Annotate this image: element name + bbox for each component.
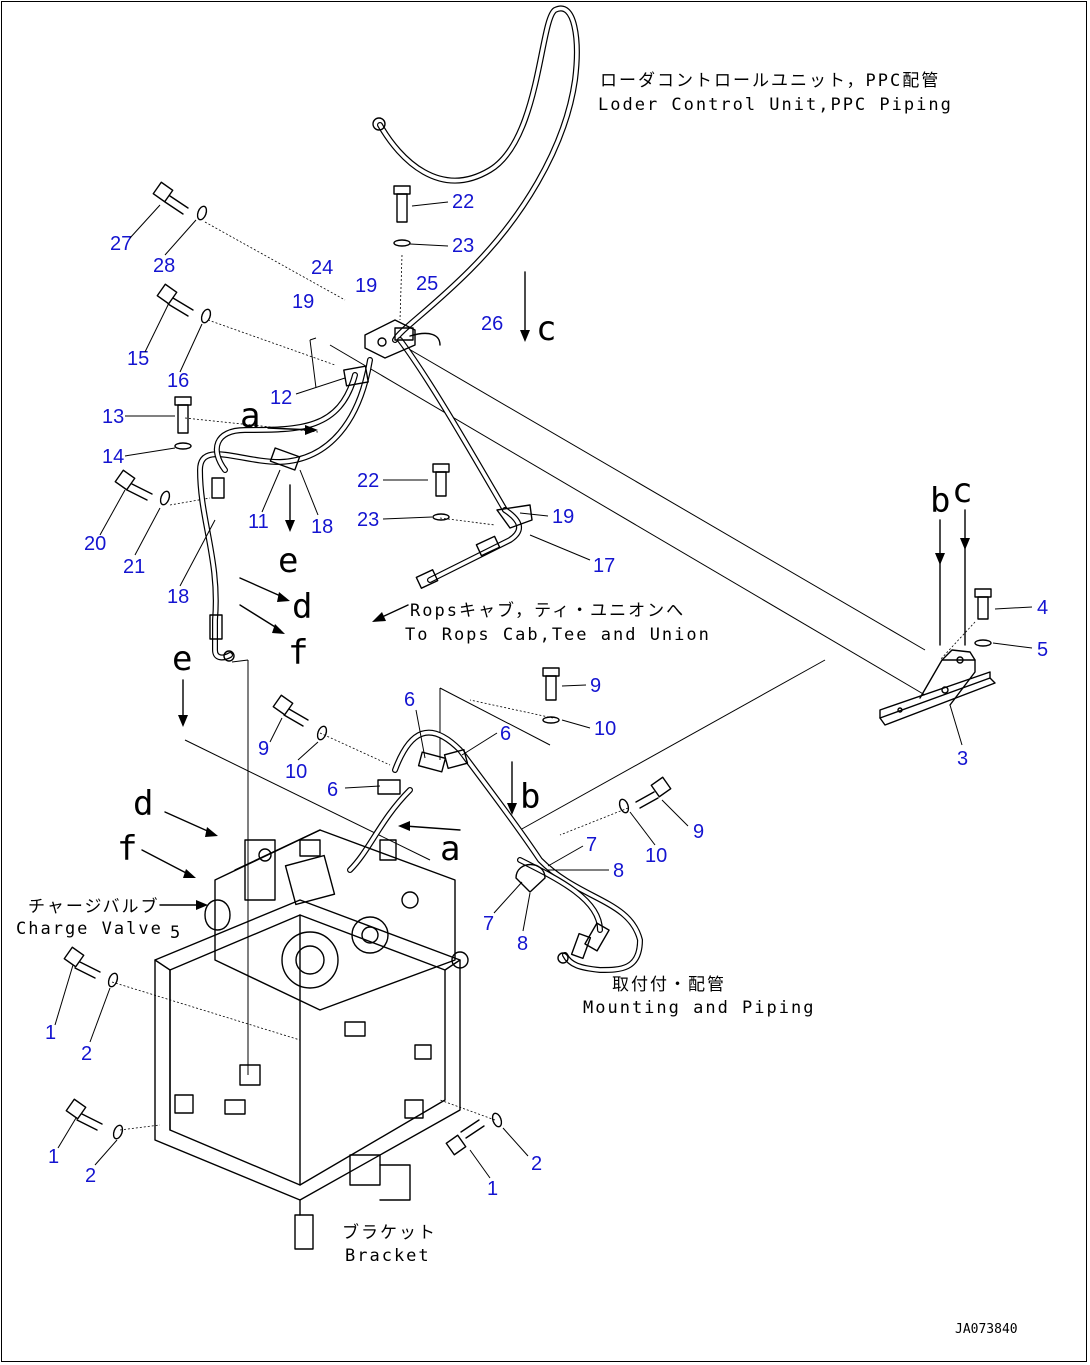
callout: 1: [48, 1146, 59, 1168]
callout-leaders: [54, 201, 1033, 1179]
bolt-1a: [63, 946, 101, 979]
callout: 1: [487, 1178, 498, 1200]
callout: 16: [167, 370, 189, 392]
loader-label-jp: ローダコントロールユニット，PPC配管: [600, 71, 940, 91]
callout: 14: [102, 446, 124, 468]
callout: 26: [481, 313, 503, 335]
bolt-15: [156, 283, 194, 317]
mounting-label-en: Mounting and Piping: [583, 998, 815, 1018]
callout: 2: [81, 1043, 92, 1065]
callout: 24: [311, 257, 333, 279]
view-letter: f: [117, 829, 137, 869]
annotations: ローダコントロールユニット，PPC配管 Loder Control Unit,P…: [16, 71, 1018, 1337]
callout: 8: [517, 933, 528, 955]
bolt-1c: [445, 1119, 485, 1156]
hoses-6-8: [347, 729, 644, 974]
callout: 27: [110, 233, 132, 255]
bolt-9c: [635, 776, 672, 809]
callout: 9: [590, 675, 601, 697]
hardware: [63, 181, 992, 1156]
bolt-27: [152, 181, 189, 215]
rops-label-jp: Ropsキャブ，ティ・ユニオンへ: [410, 600, 685, 621]
rops-label-en: To Rops Cab,Tee and Union: [405, 625, 711, 645]
callout: 20: [84, 533, 106, 555]
callout: 28: [153, 255, 175, 277]
charge-valve-ref: 5: [170, 923, 182, 943]
charge-valve-label-jp: チャージバルブ: [28, 896, 159, 917]
callout: 4: [1037, 597, 1048, 619]
loader-label-en: Loder Control Unit,PPC Piping: [598, 95, 953, 115]
callout: 2: [531, 1153, 542, 1175]
callout: 3: [957, 748, 968, 770]
valve-block: [154, 829, 469, 1250]
bracket-label-en: Bracket: [345, 1246, 431, 1266]
callout: 17: [593, 555, 615, 577]
mounting-label-jp: 取付付・配管: [612, 975, 726, 995]
view-letter: c: [952, 471, 972, 511]
view-arrows: [141, 271, 970, 910]
bolt-9b: [272, 694, 309, 727]
view-letter: e: [172, 639, 192, 679]
assembly-lines: [184, 337, 926, 1075]
callout: 12: [270, 387, 292, 409]
callout: 5: [1037, 639, 1048, 661]
callout: 19: [292, 291, 314, 313]
callouts: 27 28 22 23 24 19 19 25 26 15 16 12 13 1…: [45, 191, 1048, 1200]
callout: 6: [500, 723, 511, 745]
callout: 7: [483, 913, 494, 935]
view-letter: e: [278, 541, 298, 581]
leader-lines: [111, 221, 976, 1131]
callout: 8: [613, 860, 624, 882]
bolt-4: [974, 588, 992, 620]
callout: 23: [452, 235, 474, 257]
callout: 19: [355, 275, 377, 297]
callout: 23: [357, 509, 379, 531]
hose-17: [415, 504, 533, 589]
bolt-22b: [432, 463, 450, 497]
bolt-20: [114, 469, 153, 501]
ppc-hose-loop: [372, 5, 580, 513]
callout: 22: [452, 191, 474, 213]
view-letter: d: [133, 784, 153, 824]
callout: 18: [167, 586, 189, 608]
view-letter: f: [288, 633, 308, 673]
bolt-1b: [65, 1098, 103, 1131]
view-letter: c: [536, 309, 556, 349]
callout: 19: [552, 506, 574, 528]
callout: 21: [123, 556, 145, 578]
hoses-11-18: [196, 357, 373, 662]
bolt-22a: [393, 185, 411, 223]
callout: 13: [102, 406, 124, 428]
charge-valve-label-en: Charge Valve: [16, 919, 163, 939]
callout: 15: [127, 348, 149, 370]
callout: 9: [693, 821, 704, 843]
callout: 6: [404, 689, 415, 711]
view-letter: b: [520, 777, 540, 817]
callout: 7: [586, 834, 597, 856]
bracket-3: [879, 649, 996, 726]
view-letter: a: [440, 829, 460, 869]
bolt-13: [174, 396, 192, 434]
callout: 6: [327, 779, 338, 801]
view-letter: d: [292, 587, 312, 627]
view-letter: b: [930, 481, 950, 521]
callout: 18: [311, 516, 333, 538]
view-letters: c a e d f e b c b a d f: [117, 309, 972, 869]
callout: 9: [258, 738, 269, 760]
drawing-id: JA073840: [955, 1322, 1018, 1337]
callout: 10: [285, 761, 307, 783]
upper-clamps: [364, 319, 441, 359]
view-letter: a: [240, 396, 260, 436]
callout: 22: [357, 470, 379, 492]
callout: 25: [416, 273, 438, 295]
callout: 11: [248, 511, 269, 533]
callout: 10: [594, 718, 616, 740]
bracket-label-jp: ブラケット: [342, 1222, 437, 1243]
bolt-9a: [542, 667, 560, 701]
callout: 10: [645, 845, 667, 867]
callout: 2: [85, 1165, 96, 1187]
callout: 1: [45, 1022, 56, 1044]
